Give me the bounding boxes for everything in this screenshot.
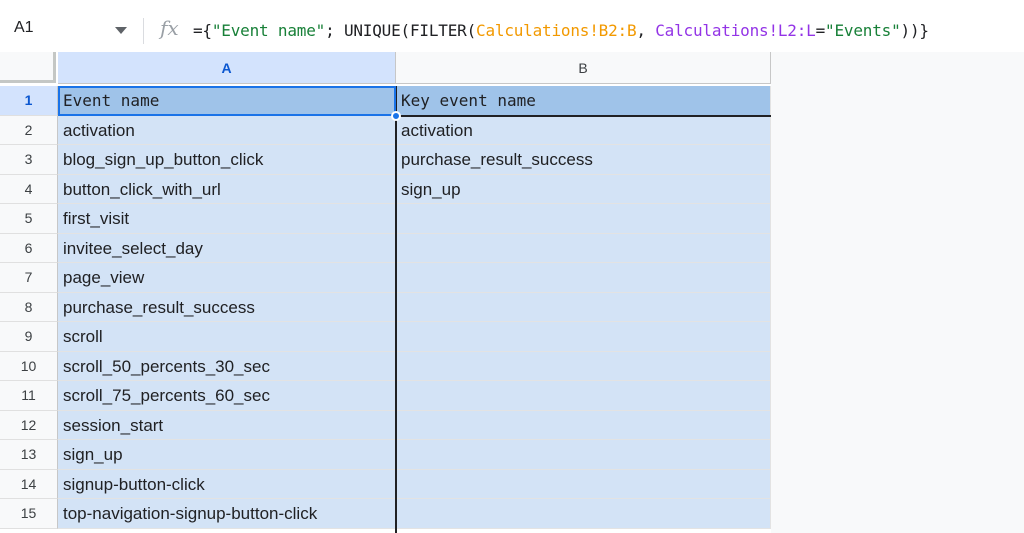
active-cell-outline: [58, 86, 396, 116]
row-header[interactable]: 11: [0, 381, 58, 411]
cell-b[interactable]: sign_up: [396, 174, 771, 204]
name-box[interactable]: A1: [14, 19, 34, 36]
cell-b[interactable]: Key event name: [396, 86, 771, 116]
cell-b[interactable]: [396, 322, 771, 352]
cell-a[interactable]: invitee_select_day: [58, 233, 396, 263]
column-header-a[interactable]: A: [58, 52, 396, 84]
cell-b[interactable]: activation: [396, 115, 771, 145]
formula-input[interactable]: ={"Event name"; UNIQUE(FILTER(Calculatio…: [193, 21, 929, 40]
row-header[interactable]: 12: [0, 410, 58, 440]
row-header[interactable]: 6: [0, 233, 58, 263]
cell-a[interactable]: scroll_50_percents_30_sec: [58, 351, 396, 381]
column-header-b[interactable]: B: [396, 52, 771, 84]
cell-b[interactable]: [396, 410, 771, 440]
cell-a[interactable]: activation: [58, 115, 396, 145]
formula-token: =: [815, 21, 826, 40]
cell-b[interactable]: purchase_result_success: [396, 145, 771, 175]
row-header[interactable]: 10: [0, 351, 58, 381]
cell-a[interactable]: scroll_75_percents_60_sec: [58, 381, 396, 411]
cell-a[interactable]: top-navigation-signup-button-click: [58, 499, 396, 529]
cell-b[interactable]: [396, 204, 771, 234]
cell-a[interactable]: session_start: [58, 410, 396, 440]
select-all-corner[interactable]: [0, 52, 56, 83]
cell-a[interactable]: Event name: [58, 86, 396, 116]
formula-token: Calculations!L2:L: [655, 21, 816, 40]
cell-a[interactable]: button_click_with_url: [58, 174, 396, 204]
formula-bar-divider: [143, 18, 144, 44]
header-line: [396, 115, 771, 117]
cell-b[interactable]: [396, 233, 771, 263]
formula-token: "Event name": [211, 21, 326, 40]
row-header[interactable]: 1: [0, 86, 58, 116]
cell-b[interactable]: [396, 381, 771, 411]
cell-b[interactable]: [396, 469, 771, 499]
row-header[interactable]: 7: [0, 263, 58, 293]
cell-b[interactable]: [396, 351, 771, 381]
cell-a[interactable]: scroll: [58, 322, 396, 352]
cell-a[interactable]: blog_sign_up_button_click: [58, 145, 396, 175]
row-header[interactable]: 3: [0, 145, 58, 175]
row-header[interactable]: 9: [0, 322, 58, 352]
formula-bar: A1 fx ={"Event name"; UNIQUE(FILTER(Calc…: [0, 0, 1024, 60]
row-header[interactable]: 15: [0, 499, 58, 529]
formula-token: "Events": [825, 21, 901, 40]
cell-b[interactable]: [396, 440, 771, 470]
cell-b[interactable]: [396, 499, 771, 529]
row-header[interactable]: 2: [0, 115, 58, 145]
formula-token: ))}: [900, 21, 930, 40]
formula-token: ; UNIQUE(FILTER(: [325, 21, 477, 40]
cell-b[interactable]: [396, 292, 771, 322]
cell-a[interactable]: sign_up: [58, 440, 396, 470]
row-header[interactable]: 4: [0, 174, 58, 204]
cell-a[interactable]: first_visit: [58, 204, 396, 234]
cell-b[interactable]: [396, 263, 771, 293]
row-header[interactable]: 5: [0, 204, 58, 234]
row-header[interactable]: 13: [0, 440, 58, 470]
formula-token: ={: [193, 21, 212, 40]
fill-handle[interactable]: [391, 111, 401, 121]
empty-grid-area: [771, 52, 1024, 533]
row-header[interactable]: 8: [0, 292, 58, 322]
formula-token: Calculations!B2:B: [476, 21, 637, 40]
row-header[interactable]: 14: [0, 469, 58, 499]
cell-a[interactable]: page_view: [58, 263, 396, 293]
formula-token: ,: [636, 21, 656, 40]
cell-a[interactable]: purchase_result_success: [58, 292, 396, 322]
cell-a[interactable]: signup-button-click: [58, 469, 396, 499]
fx-icon: fx: [160, 16, 179, 40]
col-divider: [395, 86, 397, 533]
chevron-down-icon[interactable]: [115, 27, 127, 34]
